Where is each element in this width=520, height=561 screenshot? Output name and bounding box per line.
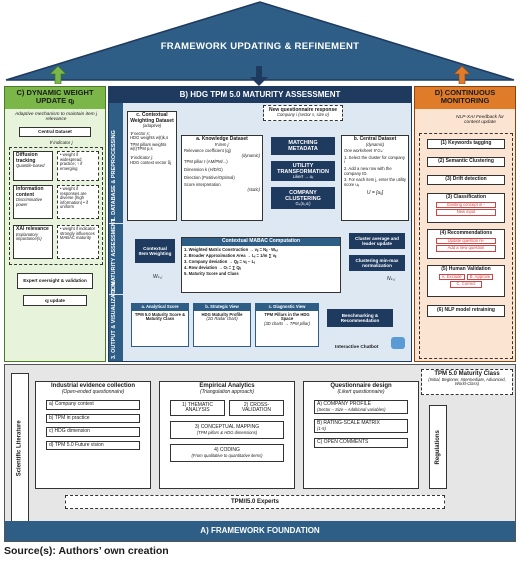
b-new-response: New questionnaire response Company i (se… bbox=[263, 105, 343, 121]
d-step-4: (3) Classification Existing concept in -… bbox=[427, 193, 505, 223]
f-emp-mapping: 3) CONCEPTUAL MAPPING(TPM pillars & HDG … bbox=[170, 421, 284, 440]
panel-d-header: D) CONTINUOUS MONITORING bbox=[415, 87, 515, 109]
d-step-3: (3) Drift detection bbox=[427, 175, 505, 185]
d-step-5: (4) Recommendations Update question re- … bbox=[427, 229, 505, 259]
f-ind-item-b: b) TPM in practice bbox=[46, 413, 140, 424]
c-xai-note: • weight if indicator strongly influence… bbox=[57, 225, 99, 259]
f-header: A) FRAMEWORK FOUNDATION bbox=[5, 521, 515, 541]
panel-d: D) CONTINUOUS MONITORING NLP-XAI Feedbac… bbox=[414, 86, 516, 362]
f-experts: TPM/I5.0 Experts bbox=[65, 495, 445, 509]
panel-c-subtitle: Adaptive mechanism to maintain item j re… bbox=[14, 112, 98, 123]
f-emp-cross: 2) CROSS-VALIDATION bbox=[229, 400, 284, 417]
b-contextual-item-weighting: Contextual Item Weighting bbox=[135, 239, 175, 263]
c-info-note: • weight if responses are diverse (high … bbox=[57, 185, 99, 219]
chatbot-icon bbox=[391, 337, 405, 349]
d-step-1: (1) Keywords tagging bbox=[427, 139, 505, 149]
b-cluster-average: Cluster average and leader update bbox=[349, 233, 405, 249]
c-factors-box bbox=[9, 147, 103, 265]
b-utility-transformation: UTILITY TRANSFORMATION Likert → uᵢⱼ bbox=[271, 161, 335, 181]
f-q-profile: A) COMPANY PROFILE(Sector – Size – Addit… bbox=[314, 400, 408, 415]
f-maturity-class: TPM 5.0 Maturity Class (Initial, Beginne… bbox=[421, 369, 513, 395]
c-diffusion-box: Diffusion tracking Quantile-based bbox=[13, 151, 53, 181]
b-nkj-label: Nₖ,ⱼ bbox=[387, 276, 396, 282]
panel-b-header: B) HDG TPM 5.0 MATURITY ASSESSMENT bbox=[109, 87, 411, 103]
c-xai-box: XAI relevance Explanatory importance(s) bbox=[13, 225, 53, 259]
b-section-2: 2. MATURITY ASSESSMENT bbox=[109, 219, 123, 294]
f-emp-thematic: 1) THEMATIC ANALYSIS bbox=[170, 400, 225, 417]
f-q-comments: C) OPEN COMMENTS bbox=[314, 438, 408, 448]
f-literature: Scientific Literature bbox=[11, 373, 29, 523]
b-contextual-weighting: c. Contextual Weighting Dataset (adaptiv… bbox=[127, 111, 177, 221]
arrow-up-left bbox=[49, 65, 67, 85]
f-empirical: Empirical Analytics (Triangulation appro… bbox=[159, 381, 295, 489]
b-benchmarking: Benchmarking & Recommendation bbox=[327, 309, 393, 327]
d-step-2: (2) Semantic Clustering bbox=[427, 157, 505, 167]
f-questionnaire: Questionnaire design (Likert questionnai… bbox=[303, 381, 419, 489]
panel-c: C) DYNAMIC WEIGHT UPDATE qⱼ Adaptive mec… bbox=[4, 86, 106, 362]
arrow-down-center bbox=[250, 66, 268, 86]
d-step-7: (6) NLP model retraining bbox=[427, 305, 505, 317]
f-ind-item-c: c) HDG dimension bbox=[46, 427, 140, 437]
b-central-dataset: b. Central Dataset (dynamic) One workshe… bbox=[341, 135, 409, 221]
c-expert-box: Expert oversight & validation bbox=[17, 273, 93, 289]
b-matching-metadata: MATCHING METADATA bbox=[271, 137, 335, 155]
c-central-dataset: Central Dataset bbox=[19, 127, 91, 137]
d-nlp-label: NLP-XAI Feedback for content update bbox=[456, 115, 504, 126]
arrow-up-right bbox=[453, 65, 471, 85]
f-industrial: Industrial evidence collection (Open-end… bbox=[35, 381, 151, 489]
panel-c-header: C) DYNAMIC WEIGHT UPDATE qⱼ bbox=[5, 87, 105, 109]
f-emp-coding: 4) CODING(From qualitative to quantitati… bbox=[170, 444, 284, 463]
b-knowledge-dataset: a. Knowledge Dataset ∀ item j: Relevance… bbox=[181, 135, 263, 221]
f-ind-item-d: d) TPM 5.0 Future vision bbox=[46, 440, 140, 451]
f-q-rating: B) RATING-SCALE MATRIX(1-5) bbox=[314, 419, 408, 434]
b-section-1: 1. DATABASE & PREPROCESSING bbox=[109, 103, 123, 223]
f-ind-item-a: a) Company context bbox=[46, 400, 140, 410]
c-diffusion-note: • weight if widespread practice; ↑ if em… bbox=[57, 151, 99, 181]
b-wkj-label: Wₖ,ⱼ bbox=[153, 274, 163, 280]
c-update-box: qⱼ update bbox=[23, 295, 87, 306]
foundation: Scientific Literature Industrial evidenc… bbox=[4, 364, 516, 542]
b-mabac-box: Contextual MABAC Computation 1. Weighted… bbox=[181, 237, 341, 293]
b-company-clustering: COMPANY CLUSTERING Gₖ(sᵢ,σᵢ) bbox=[271, 187, 335, 209]
panel-b: B) HDG TPM 5.0 MATURITY ASSESSMENT 1. DA… bbox=[108, 86, 412, 362]
source-caption: Source(s): Authors’ own creation bbox=[4, 545, 169, 557]
c-indicator-label: ∀ indicator j bbox=[49, 140, 73, 145]
b-strategic-view: b. Strategic View HDG Maturity Profile (… bbox=[193, 303, 251, 347]
c-info-box: Information content Discriminative power bbox=[13, 185, 53, 219]
b-chatbot-label: Interactive Chatbot bbox=[335, 345, 379, 350]
d-steps-box bbox=[419, 133, 513, 359]
b-analytical-score: a. Analytical Score TPM 5.0 Maturity Sco… bbox=[131, 303, 189, 347]
f-regulations: Regulations bbox=[429, 405, 447, 489]
d-step-6: (5) Human Validation A. Exclude B. Appro… bbox=[427, 265, 505, 297]
b-section-3: 3. OUTPUT & VISUALIZATION bbox=[109, 281, 123, 361]
roof-title: FRAMEWORK UPDATING & REFINEMENT bbox=[160, 41, 360, 52]
b-diagnostic-view: c. Diagnostic View TPM Pillars in the HD… bbox=[255, 303, 319, 347]
b-cluster-normalization: Clustering min-max normalization bbox=[349, 255, 405, 271]
